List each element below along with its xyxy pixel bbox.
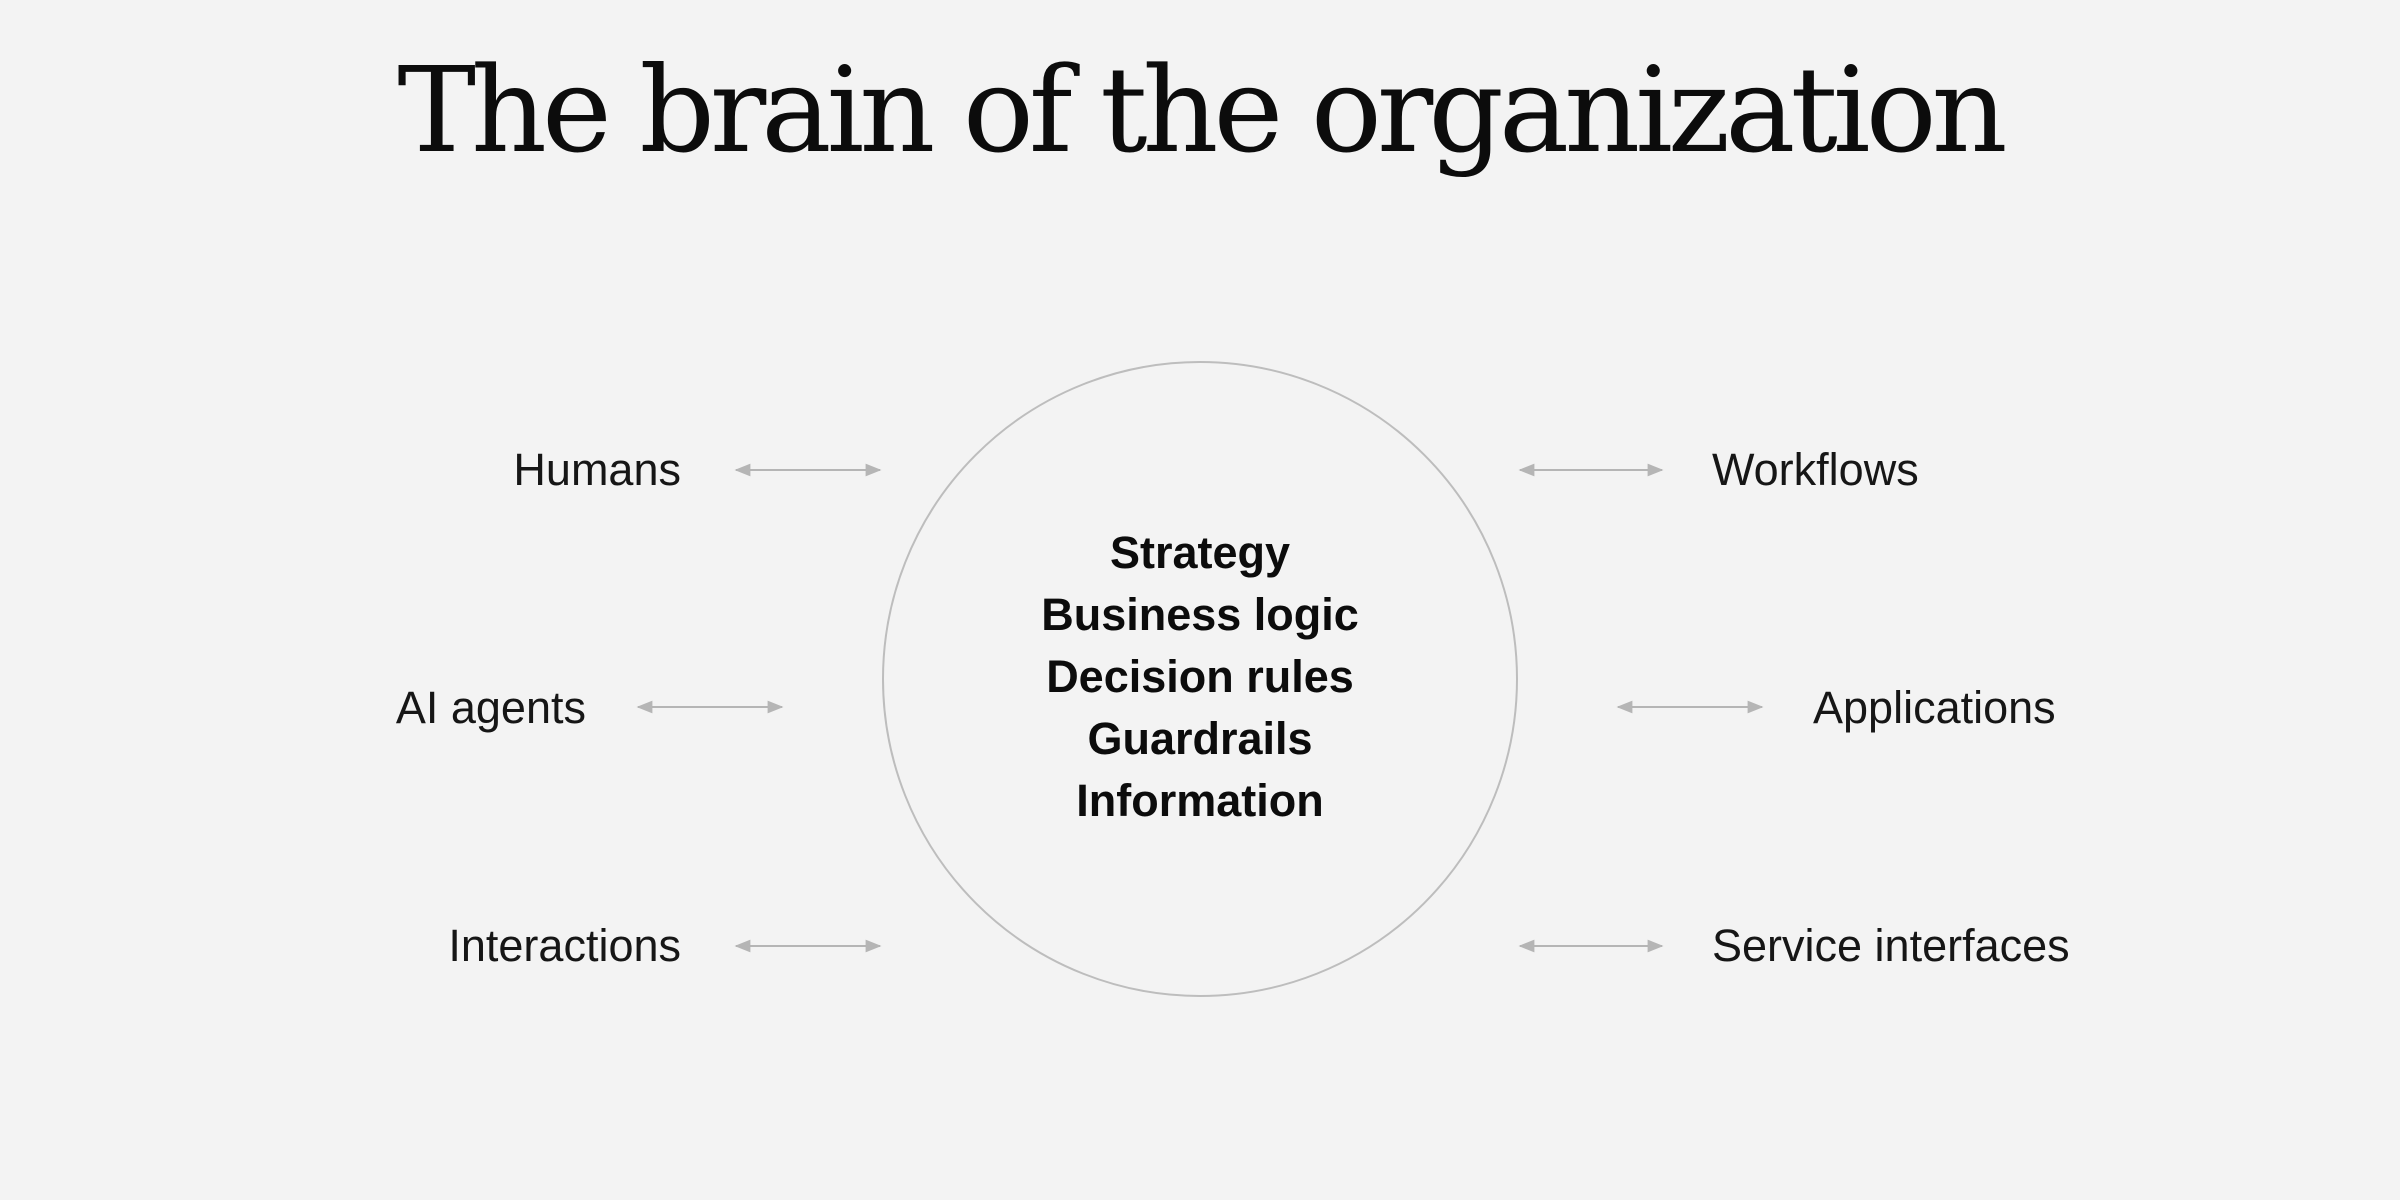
core-item-strategy: Strategy (1110, 527, 1290, 578)
left-node-ai-agents: AI agents (396, 682, 784, 733)
node-label-applications: Applications (1813, 682, 2056, 733)
right-node-workflows: Workflows (1518, 444, 1919, 495)
node-label-service-interfaces: Service interfaces (1712, 920, 2070, 971)
right-node-service-interfaces: Service interfaces (1518, 920, 2070, 971)
core-item-information: Information (1076, 775, 1323, 826)
diagram-title: The brain of the organization (397, 41, 2007, 179)
core-list: Strategy Business logic Decision rules G… (1041, 527, 1359, 826)
core-item-guardrails: Guardrails (1087, 713, 1312, 764)
core-item-business-logic: Business logic (1041, 589, 1359, 640)
right-node-applications: Applications (1616, 682, 2056, 733)
core-item-decision-rules: Decision rules (1046, 651, 1354, 702)
core-circle (882, 361, 1518, 997)
node-label-interactions: Interactions (448, 920, 681, 971)
node-label-humans: Humans (513, 444, 681, 495)
node-label-ai-agents: AI agents (396, 682, 586, 733)
left-node-humans: Humans (513, 444, 882, 495)
left-node-interactions: Interactions (448, 920, 882, 971)
node-label-workflows: Workflows (1712, 444, 1919, 495)
